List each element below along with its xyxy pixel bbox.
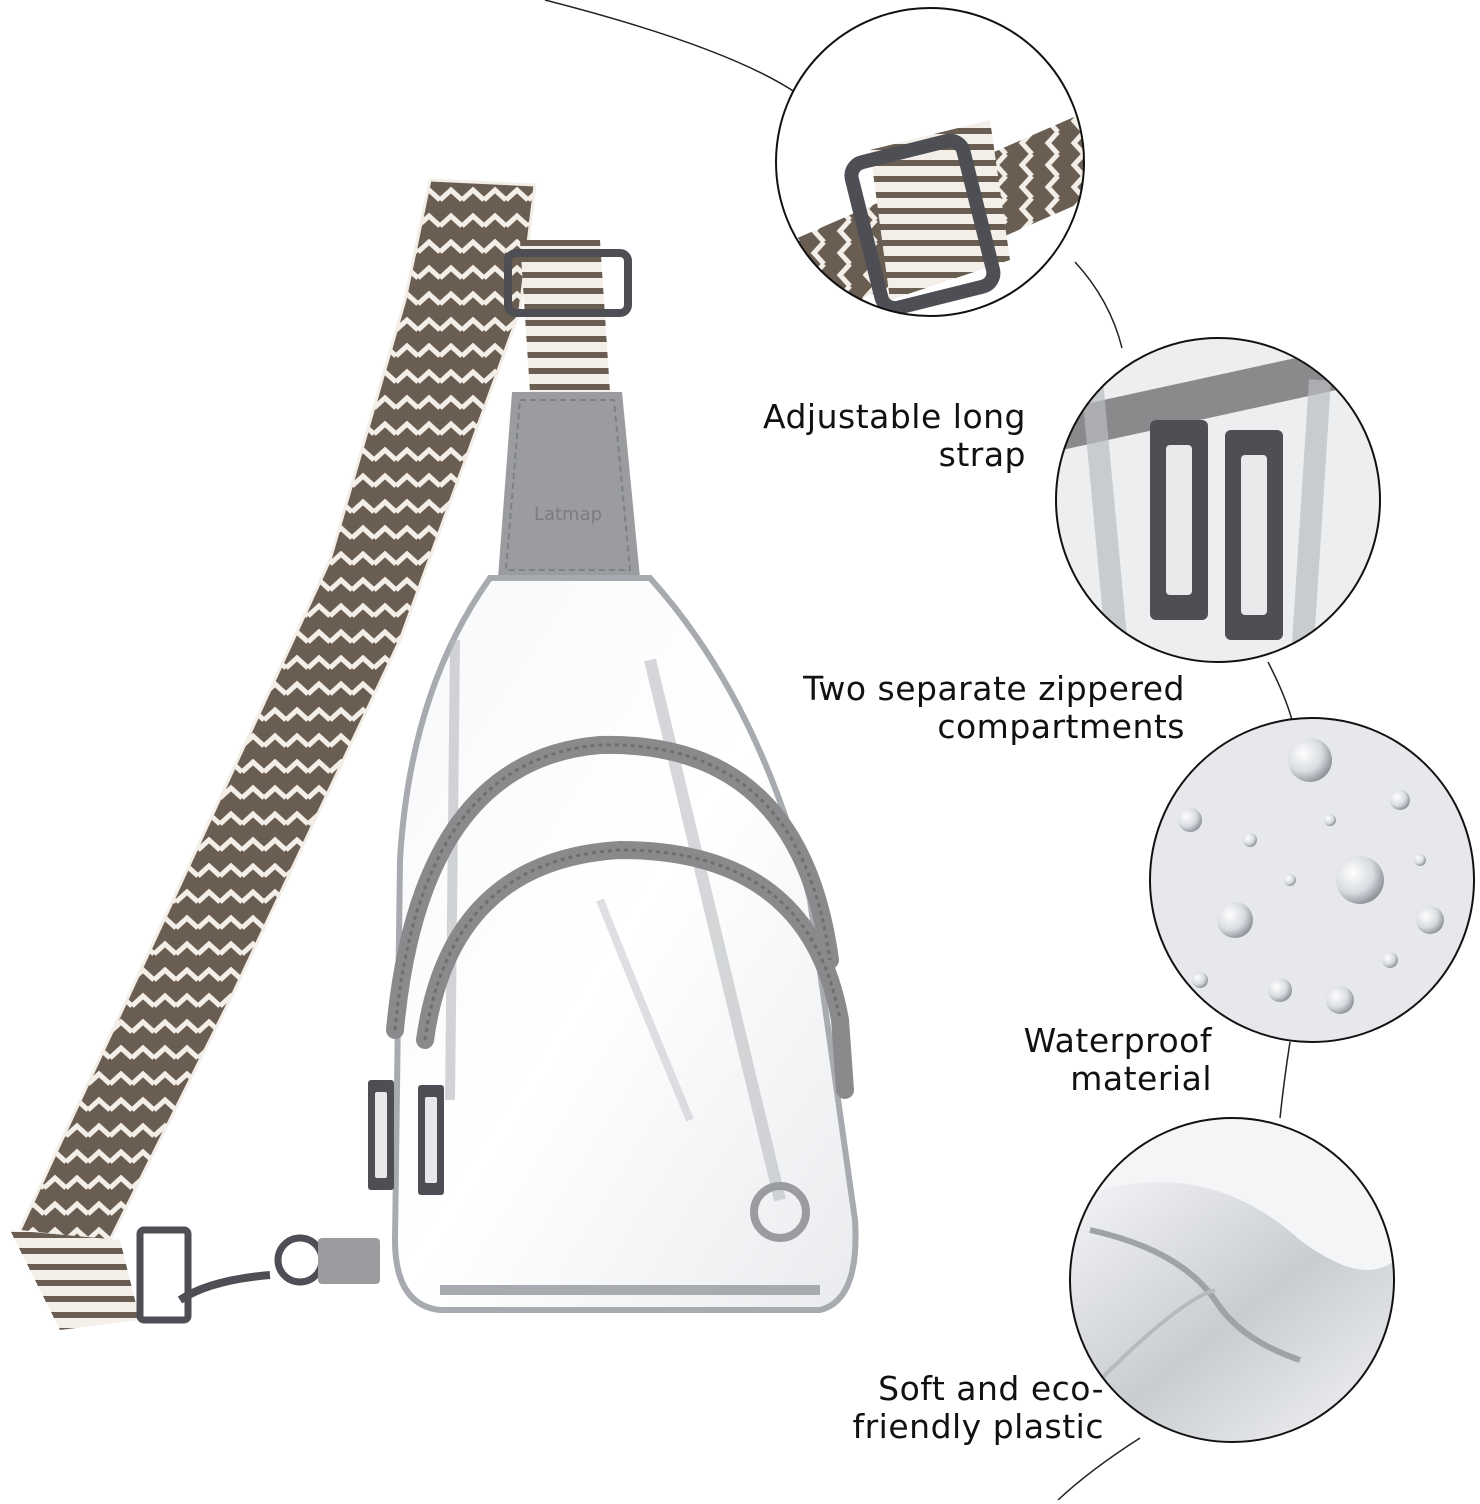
caption-line: Waterproof bbox=[1023, 1021, 1212, 1060]
strap-slider-buckle bbox=[504, 249, 632, 317]
connector-arc bbox=[1057, 1437, 1141, 1501]
feature-caption-waterproof: Waterproof material bbox=[960, 1022, 1212, 1098]
detail-circle-strap bbox=[776, 8, 1084, 316]
caption-line: strap bbox=[938, 435, 1026, 474]
connector-arc bbox=[1074, 261, 1123, 349]
feature-caption-zippers: Two separate zippered compartments bbox=[760, 670, 1185, 746]
caption-line: material bbox=[1070, 1059, 1212, 1098]
detail-circle-border bbox=[1149, 717, 1475, 1043]
detail-circle-border bbox=[775, 7, 1085, 317]
detail-circle-soft-plastic bbox=[1070, 1118, 1394, 1442]
connector-arc bbox=[1267, 661, 1293, 721]
caption-line: compartments bbox=[937, 707, 1185, 746]
caption-line: Soft and eco- bbox=[878, 1369, 1104, 1408]
caption-line: Two separate zippered bbox=[803, 669, 1185, 708]
connector-arc bbox=[1279, 1041, 1291, 1119]
zipper-pulls bbox=[368, 1080, 444, 1195]
caption-line: friendly plastic bbox=[852, 1407, 1104, 1446]
strap-end-hardware bbox=[136, 1226, 380, 1324]
feature-caption-strap: Adjustable long strap bbox=[720, 398, 1026, 474]
caption-line: Adjustable long bbox=[762, 397, 1026, 436]
detail-circle-waterproof bbox=[1150, 718, 1474, 1042]
zipper-arcs bbox=[386, 735, 854, 1099]
feature-caption-soft-plastic: Soft and eco- friendly plastic bbox=[820, 1370, 1104, 1446]
connector-arc bbox=[544, 0, 819, 111]
brand-emboss: Latmap bbox=[534, 504, 602, 525]
detail-circle-border bbox=[1055, 337, 1381, 663]
front-pocket bbox=[440, 1182, 820, 1295]
detail-circle-border bbox=[1069, 1117, 1395, 1443]
leather-top-tab: Latmap bbox=[498, 392, 640, 578]
detail-circle-zippers bbox=[1056, 338, 1380, 662]
